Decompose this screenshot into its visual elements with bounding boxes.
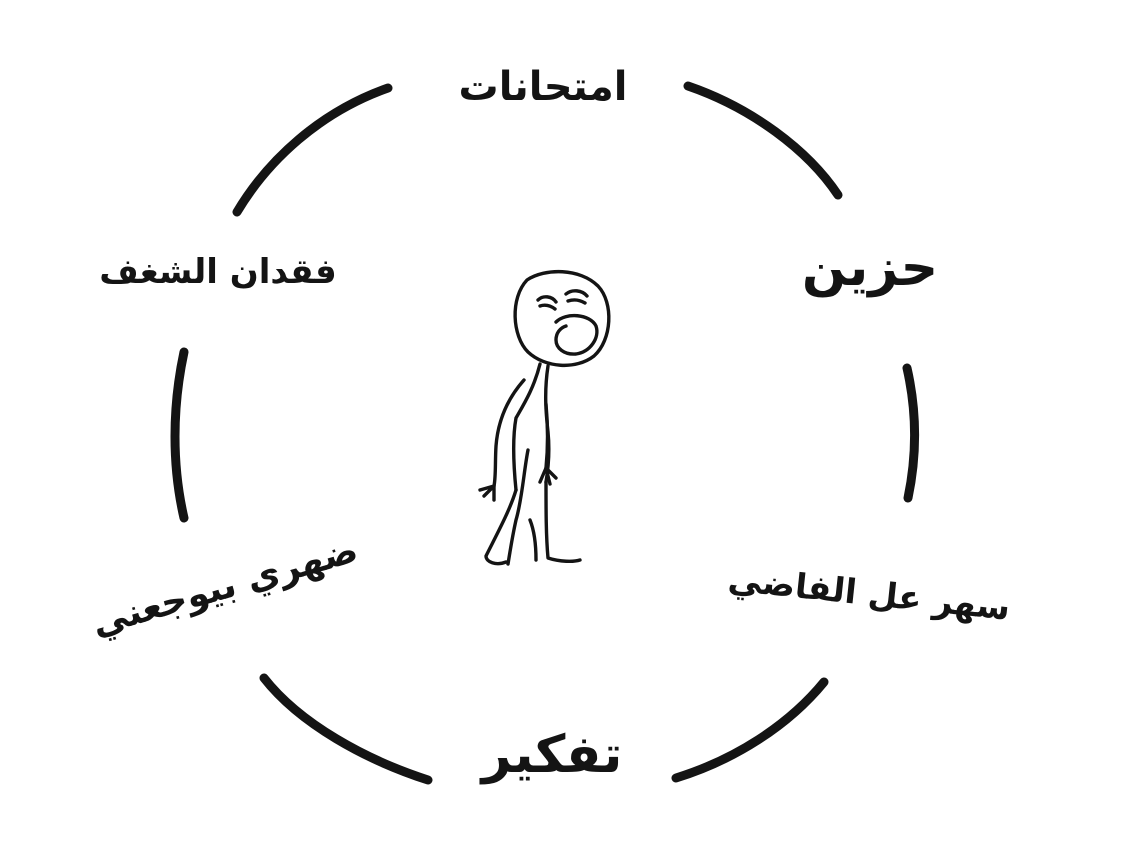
cycle-arc-top-left (232, 83, 393, 217)
figure-eye-right-lid (566, 298, 587, 305)
figure-leg-mid (528, 518, 538, 562)
stage-label-thinking: تفكير (479, 725, 623, 785)
figure-arm-right (544, 402, 550, 470)
figure-eye-left-lid (538, 303, 557, 311)
cycle-arc-top-right (683, 81, 843, 200)
figure-leg-left (484, 488, 518, 566)
sad-stick-figure-icon (478, 270, 611, 566)
figure-body-left (511, 362, 542, 492)
figure-leg-inner (506, 448, 530, 566)
figure-mouth (554, 314, 599, 356)
figure-eye-left (536, 295, 558, 304)
figure-hand-right (538, 466, 558, 486)
stage-label-back-pain: ضهري بيوجعني (87, 529, 362, 644)
cycle-arc-left (170, 347, 189, 523)
figure-head (513, 270, 611, 368)
figure-hand-left (478, 484, 496, 502)
figure-leg-right (544, 480, 582, 564)
stage-label-loss-of-passion: فقدان الشغف (99, 252, 337, 292)
figure-arm-left (492, 378, 526, 488)
stage-label-exams: امتحانات (459, 64, 628, 110)
stage-label-staying-up: سهر عل الفاضي (726, 559, 1012, 628)
cycle-arc-right (902, 363, 920, 503)
stage-label-sad: حزين (802, 238, 938, 298)
cycle-ring (170, 81, 920, 785)
cycle-arc-bottom-left (259, 673, 433, 785)
cycle-arc-bottom-right (671, 677, 829, 783)
figure-eye-right (564, 289, 589, 298)
